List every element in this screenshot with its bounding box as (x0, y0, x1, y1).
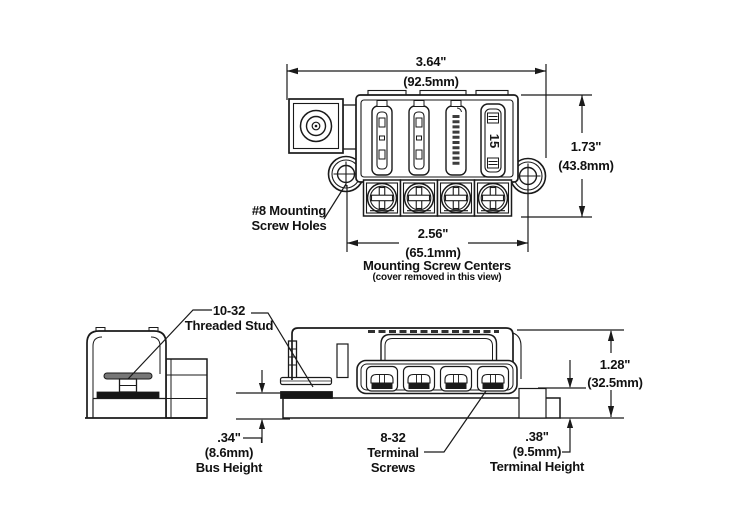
terminal-screws-line2: Terminal (367, 445, 419, 460)
dimension-arrowheads (258, 67, 615, 429)
cover-front-outline (291, 327, 514, 380)
fuse-rating-text: 15 (487, 134, 502, 148)
threaded-stud-label: 10-32 Threaded Stud (184, 303, 274, 333)
terminal-screws-line1: 8-32 (380, 430, 406, 445)
terminal-height-inches: .38" (525, 429, 549, 444)
terminal-height-caption: Terminal Height (489, 459, 585, 474)
stud-block-top (288, 98, 358, 154)
bus-height-inches: .34" (217, 430, 241, 445)
stud-label-line2: Threaded Stud (184, 317, 274, 333)
terminal-screws-line3: Screws (370, 460, 416, 475)
fuse-block-body (355, 89, 519, 183)
terminal-screws-front (365, 365, 510, 392)
fuse-position-3 (445, 100, 467, 176)
fuse-block-front-view (279, 327, 561, 419)
fuse-block-end-view (85, 327, 208, 419)
fuse-block-top-view: 15 (288, 89, 547, 217)
bus-height-caption: Bus Height (195, 460, 263, 475)
bus-bar (96, 391, 160, 399)
bus-height-label: .34" (8.6mm) Bus Height (196, 430, 263, 475)
overall-height-inches: 1.28" (599, 357, 631, 372)
centers-note: (cover removed in this view) (372, 272, 502, 283)
overall-height-mm: (32.5mm) (587, 374, 643, 390)
mounting-holes-line2: Screw Holes (251, 218, 327, 233)
dim-width-inches: 3.64" (415, 54, 447, 69)
dim-height-inches: 1.73" (570, 139, 602, 154)
dim-width-mm: (92.5mm) (403, 74, 459, 89)
bus-bar-front (280, 391, 333, 399)
terminal-height-label: .38" (9.5mm) Terminal Height (490, 429, 584, 474)
fuse-position-2 (408, 100, 430, 176)
dim-height-mm: (43.8mm) (558, 158, 614, 173)
stud-label-line1: 10-32 (212, 303, 246, 318)
mounting-holes-line1: #8 Mounting (251, 203, 327, 218)
bus-height-mm: (8.6mm) (204, 445, 254, 460)
centers-caption: Mounting Screw Centers (362, 258, 512, 273)
terminal-screw-row (362, 179, 513, 217)
dim-centers-inches: 2.56" (417, 226, 449, 241)
terminal-height-mm: (9.5mm) (512, 444, 562, 459)
mounting-holes-label: #8 Mounting Screw Holes (251, 203, 326, 233)
fuse-position-1 (371, 100, 393, 176)
overall-height-label: 1.28" (32.5mm) (587, 356, 643, 391)
dim-centers-mm: (65.1mm) (405, 245, 461, 260)
terminal-screws-label: 8-32 Terminal Screws (367, 430, 419, 475)
base (282, 397, 561, 419)
fuse-15A: 15 (480, 103, 506, 178)
washer (103, 372, 153, 380)
